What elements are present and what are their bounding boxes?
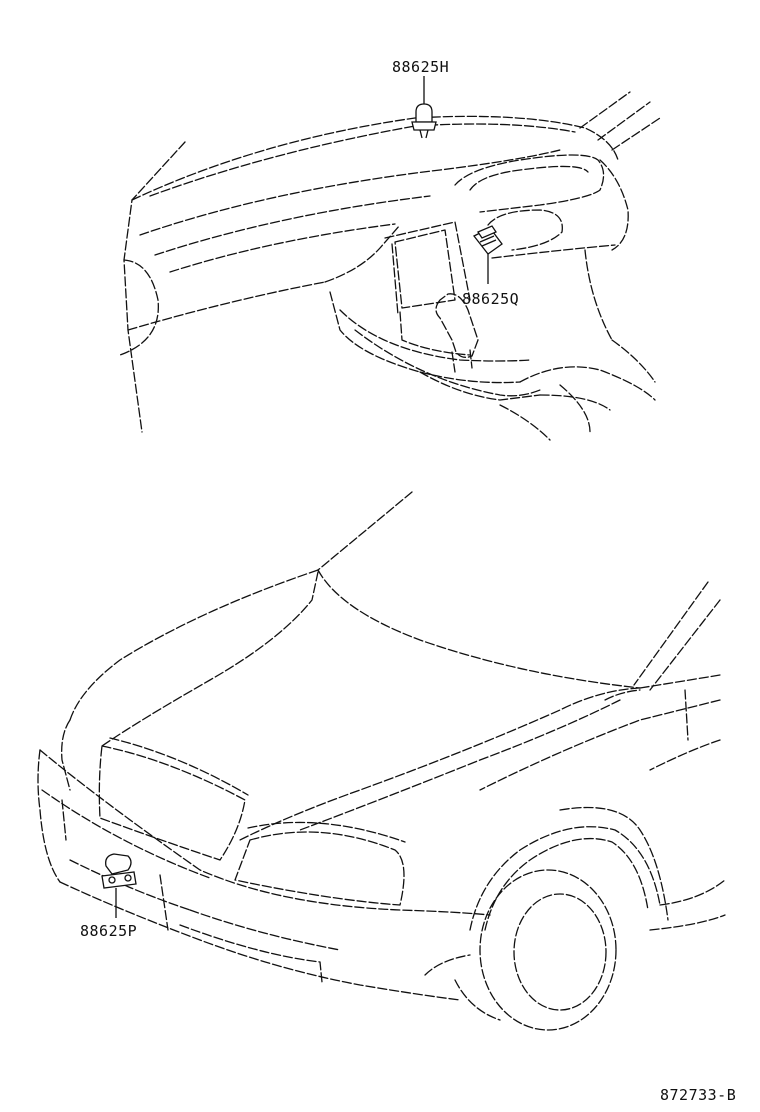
callout-88625q: 88625Q (462, 290, 519, 308)
sensor-88625h-icon (411, 103, 437, 139)
dashboard-illustration (119, 91, 661, 441)
switch-88625q-icon (473, 225, 503, 255)
callout-88625p: 88625P (80, 922, 137, 940)
sensor-88625p-icon (101, 853, 137, 889)
figure-id: 872733-B (660, 1086, 736, 1104)
callout-88625h: 88625H (392, 58, 449, 76)
car-front-illustration (37, 491, 726, 1031)
